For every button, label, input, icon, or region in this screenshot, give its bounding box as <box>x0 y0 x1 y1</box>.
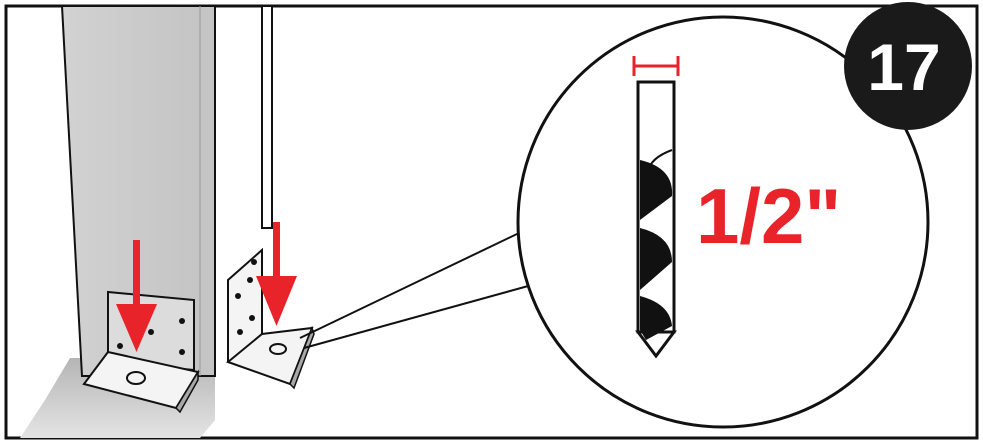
callout-pointer-line-bottom <box>303 274 569 349</box>
drill-hole-mark-icon <box>269 343 287 355</box>
step-number: 17 <box>867 30 940 104</box>
drill-bit-icon <box>635 80 677 359</box>
screw-hole-icon <box>179 349 185 355</box>
arrow-down-icon <box>256 222 297 326</box>
screw-hole-icon <box>247 277 253 283</box>
screw-hole-icon <box>237 329 243 335</box>
right-panel <box>261 5 273 229</box>
arrow-down-icon <box>116 240 157 352</box>
magnifier-callout <box>516 15 930 429</box>
right-bracket <box>226 247 315 390</box>
width-dimension-icon <box>632 56 680 76</box>
screw-hole-icon <box>179 318 185 324</box>
step-number-badge <box>844 2 972 130</box>
screw-hole-icon <box>148 329 154 335</box>
screw-hole-icon <box>235 293 241 299</box>
screw-hole-icon <box>251 259 257 265</box>
drill-hole-mark-icon <box>126 371 146 385</box>
callout-pointer-line-top <box>299 221 543 339</box>
screw-hole-icon <box>117 343 123 349</box>
drill-size-label: 1/2" <box>696 172 841 260</box>
screw-hole-icon <box>249 315 255 321</box>
